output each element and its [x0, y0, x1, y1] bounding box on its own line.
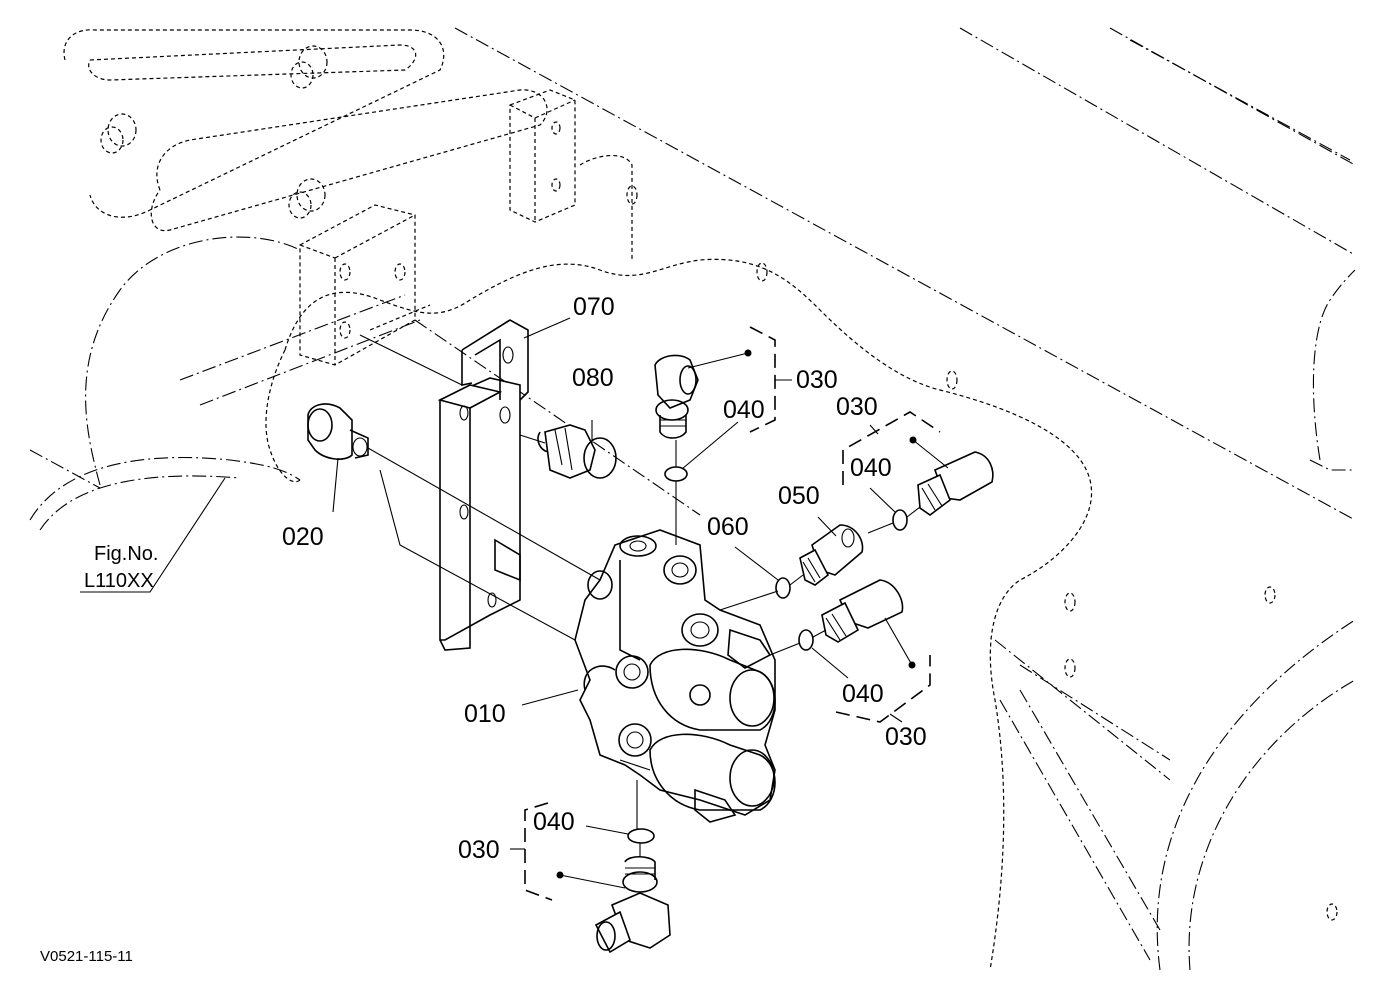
callout-labels: 070 080 020 010 030 040 030 040 050 060 … — [282, 293, 927, 864]
upper-bracket-outline — [63, 29, 638, 366]
adapter-050 — [799, 524, 864, 586]
callout-040-top: 040 — [723, 396, 765, 424]
plate-hole — [1064, 592, 1076, 612]
elbow-fitting-bottom-030 — [594, 855, 671, 954]
o-ring-040 — [798, 629, 814, 651]
nut-icon — [296, 178, 326, 212]
plate-hole — [1326, 903, 1338, 921]
mounting-plate-outline — [265, 258, 1338, 971]
callout-050: 050 — [778, 482, 820, 510]
callout-010: 010 — [464, 700, 506, 728]
callout-020: 020 — [282, 523, 324, 551]
o-ring-040 — [664, 466, 688, 482]
plate-hole — [946, 370, 958, 390]
elbow-fitting-top-030 — [654, 354, 699, 439]
o-ring-060 — [775, 577, 791, 599]
straight-fitting-right-bottom-030 — [821, 579, 904, 643]
callout-040-right-bottom: 040 — [842, 680, 884, 708]
figure-ref-line1: Fig.No. — [94, 543, 158, 565]
plate-hole — [756, 262, 768, 282]
kit-brackets — [510, 326, 941, 901]
plate-hole — [1264, 586, 1276, 604]
mounting-block — [509, 89, 576, 223]
callout-030-bottom: 030 — [458, 836, 500, 864]
plug-020 — [307, 403, 369, 460]
figure-ref-line2: L110XX — [84, 570, 154, 592]
plate-hole — [1064, 658, 1076, 678]
callout-040-right-top: 040 — [850, 454, 892, 482]
callout-030-right-top: 030 — [836, 393, 878, 421]
callout-030-right-bottom: 030 — [885, 723, 927, 751]
callout-040-bottom: 040 — [533, 808, 575, 836]
leader-lines — [80, 317, 949, 889]
valve-bracket-070 — [437, 319, 529, 651]
callout-060: 060 — [707, 513, 749, 541]
figure-ref-leader — [80, 477, 226, 593]
solenoid-coil — [649, 648, 776, 731]
connector — [694, 788, 737, 823]
straight-fitting-right-top-030 — [917, 451, 994, 516]
o-ring-040 — [892, 509, 908, 531]
figure-reference: Fig.No. L110XX — [84, 543, 158, 592]
mounting-block — [299, 204, 416, 366]
callout-030-top: 030 — [796, 366, 838, 394]
diagram-code: V0521-115-11 — [40, 948, 133, 965]
solenoid-valve-010 — [574, 529, 776, 823]
solenoid-coil — [649, 733, 776, 811]
nut-icon — [107, 113, 137, 147]
callout-070: 070 — [573, 293, 615, 321]
callout-080: 080 — [572, 364, 614, 392]
frame-outline — [29, 27, 1356, 971]
o-ring-040 — [627, 828, 655, 844]
connector — [727, 628, 772, 669]
plug-080 — [537, 424, 617, 479]
assembly-lines — [359, 334, 921, 856]
